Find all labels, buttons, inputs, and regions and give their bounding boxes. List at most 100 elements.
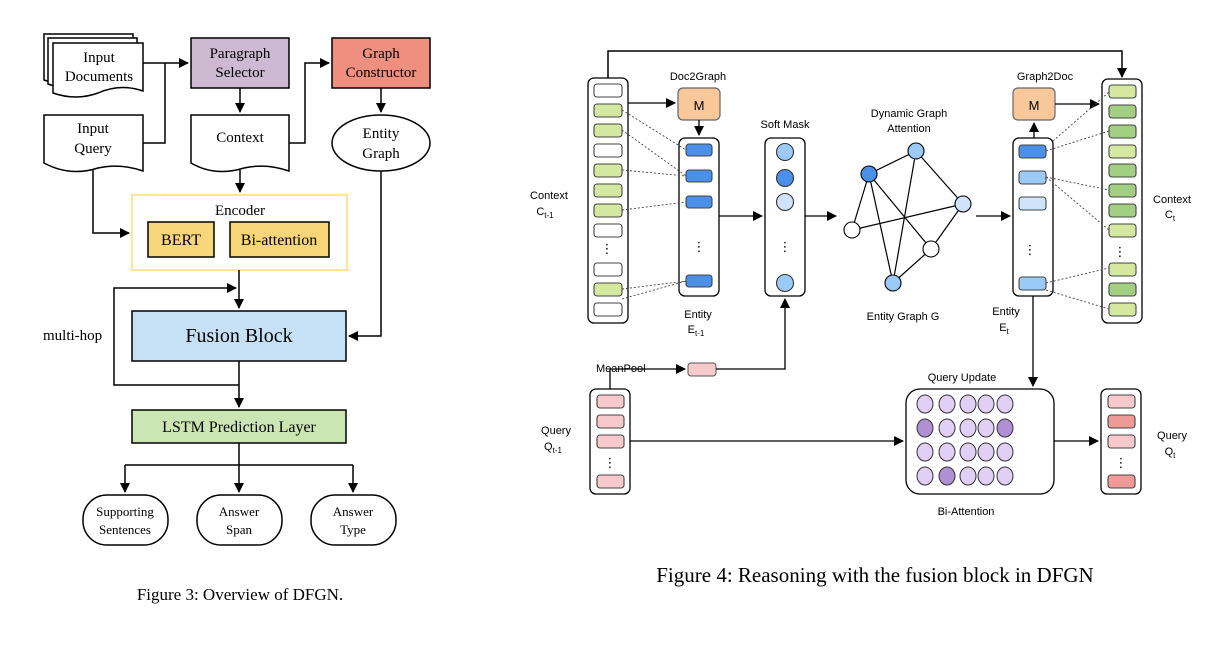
dga-label-1: Dynamic Graph <box>871 108 947 120</box>
query-cell <box>1107 414 1136 429</box>
lstm-label: LSTM Prediction Layer <box>162 419 316 436</box>
query-cell <box>1107 474 1136 489</box>
context-cell <box>593 262 623 277</box>
attention-node <box>916 394 934 414</box>
paragraph-selector-label-1: Paragraph <box>210 46 271 62</box>
entity-cell <box>1018 276 1047 291</box>
context-next-label: Context <box>1153 194 1191 206</box>
query-next-label: Query <box>1157 430 1187 442</box>
mapping-link <box>621 280 687 300</box>
graph2doc-m-label: M <box>1029 98 1040 113</box>
figure-3: Input Documents Input Query Paragraph Se… <box>43 33 431 604</box>
mapping-link <box>621 129 687 177</box>
context-cell <box>593 223 623 238</box>
context-next-subscript: t <box>1173 214 1176 223</box>
graph-edge <box>892 150 917 284</box>
context-cell <box>1108 262 1137 277</box>
graph-constructor-label-1: Graph <box>362 46 400 62</box>
attention-node <box>977 394 995 414</box>
entity-cell <box>685 143 713 157</box>
figure-3-caption: Figure 3: Overview of DFGN. <box>137 585 343 604</box>
ellipsis-icon: ⋮ <box>601 242 614 257</box>
graph-edge <box>915 150 964 205</box>
entity-graph-node: Entity Graph <box>331 114 431 172</box>
attention-node <box>959 394 977 414</box>
paragraph-selector-label-2: Selector <box>215 65 264 81</box>
query-cell <box>1107 394 1136 409</box>
context-cell <box>1108 163 1137 178</box>
context-cell <box>1108 144 1137 159</box>
mapping-link <box>621 201 687 211</box>
attention-node <box>938 466 956 486</box>
doc2graph-m-label: M <box>694 98 705 113</box>
entity-prev-symbol: Et-1 <box>688 324 705 338</box>
entity-cell <box>1018 144 1047 159</box>
figure-4-caption: Figure 4: Reasoning with the fusion bloc… <box>656 563 1093 587</box>
attention-node <box>996 466 1014 486</box>
context-cell <box>1108 183 1137 198</box>
ellipsis-icon: ⋮ <box>1114 245 1127 260</box>
query-next-column: ⋮ <box>1100 388 1142 495</box>
bert-label: BERT <box>161 232 201 249</box>
input-documents-label-1: Input <box>83 50 115 66</box>
graph-edge <box>851 173 870 231</box>
output-label-2b: Span <box>226 522 253 537</box>
query-next-subscript: t <box>1173 451 1176 460</box>
input-query-label-2: Query <box>74 141 112 157</box>
context-prev-symbol-letter: C <box>536 206 544 218</box>
context-cell <box>593 83 623 98</box>
query-cell <box>1107 434 1136 449</box>
output-answer-span: Answer Span <box>196 494 283 546</box>
graph-edge <box>868 173 894 284</box>
output-answer-type: Answer Type <box>310 494 397 546</box>
graph-edge <box>868 150 917 175</box>
context-next-symbol-letter: C <box>1165 209 1173 221</box>
query-update-label: Query Update <box>928 372 996 384</box>
entity-prev-symbol-letter: E <box>688 324 695 336</box>
graph-edge <box>851 203 964 231</box>
context-cell <box>1108 84 1137 99</box>
context-cell <box>593 302 623 317</box>
ellipsis-icon: ⋮ <box>779 240 792 255</box>
input-documents-label-2: Documents <box>65 69 133 85</box>
attention-node <box>996 418 1014 438</box>
meanpool-vector <box>687 362 717 377</box>
output-label-2a: Answer <box>219 504 260 519</box>
attention-node <box>938 442 956 462</box>
mapping-link <box>621 109 687 151</box>
context-skip-connection <box>607 50 1127 78</box>
bi-attention-label: Bi-attention <box>241 232 317 249</box>
graph-edge <box>930 203 964 250</box>
output-label-1b: Sentences <box>99 522 151 537</box>
mapping-link <box>1045 130 1110 152</box>
entity-next-column: ⋮ <box>1012 137 1054 297</box>
bi-attention-label: Bi-Attention <box>938 506 995 518</box>
output-label-1a: Supporting <box>96 504 154 519</box>
context-cell <box>593 282 623 297</box>
entity-graph-label-1: Entity <box>363 126 400 142</box>
attention-node <box>916 418 934 438</box>
context-next-symbol: Ct <box>1165 209 1176 223</box>
query-cell <box>596 414 625 429</box>
input-documents-node: Input Documents <box>43 33 144 98</box>
context-cell <box>593 203 623 218</box>
entity-next-symbol: Et <box>999 322 1009 336</box>
query-next-symbol-letter: Q <box>1165 446 1174 458</box>
query-prev-label: Query <box>541 425 571 437</box>
bi-attention-block <box>229 221 330 258</box>
ellipsis-icon: ⋮ <box>604 456 617 471</box>
figure-3-connectors <box>92 58 386 493</box>
input-query-label-1: Input <box>77 121 109 137</box>
output-label-3a: Answer <box>333 504 374 519</box>
entity-prev-subscript: t-1 <box>695 329 705 338</box>
context-next-column: ⋮ <box>1101 78 1143 324</box>
context-cell <box>593 103 623 118</box>
soft-mask-node <box>775 273 795 293</box>
soft-mask-column: ⋮ <box>764 137 806 297</box>
attention-node <box>959 442 977 462</box>
input-query-node: Input Query <box>43 114 144 173</box>
context-prev-subscript: t-1 <box>544 211 554 220</box>
ellipsis-icon: ⋮ <box>1115 456 1128 471</box>
mapping-link <box>1045 267 1110 284</box>
context-cell <box>1108 203 1137 218</box>
